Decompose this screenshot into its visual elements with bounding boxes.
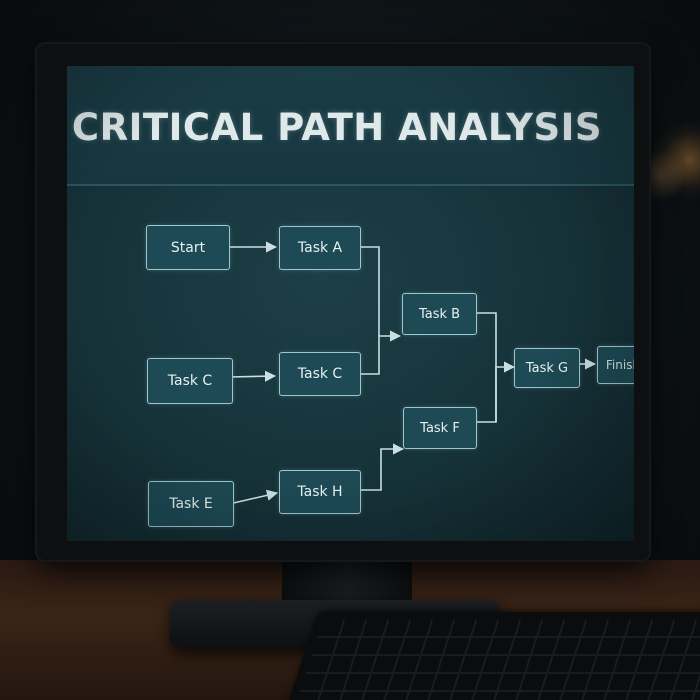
diagram-edges [227, 241, 597, 505]
edge-task-b-to-task-g [477, 312, 497, 422]
node-task-c-right[interactable]: Task C [279, 352, 361, 396]
node-task-g[interactable]: Task G [514, 348, 580, 388]
node-task-b[interactable]: Task B [402, 293, 477, 335]
node-start[interactable]: Start [146, 225, 230, 270]
node-task-f[interactable]: Task F [403, 407, 477, 449]
page-title: CRITICAL PATH ANALYSIS [71, 106, 603, 149]
node-task-e[interactable]: Task E [148, 481, 234, 527]
edge-task-c-to-task-c [227, 370, 277, 382]
node-task-h[interactable]: Task H [279, 470, 361, 514]
edge-task-e-to-task-h [228, 489, 279, 505]
edge-task-c-to-task-b [361, 330, 402, 375]
title-banner: CRITICAL PATH ANALYSIS [67, 66, 634, 186]
keyboard-keys [292, 620, 700, 700]
node-task-c-left[interactable]: Task C [147, 358, 233, 404]
monitor: CRITICAL PATH ANALYSIS [37, 44, 649, 560]
node-finish[interactable]: Finish [597, 346, 634, 384]
edge-task-h-to-task-f [361, 443, 405, 491]
monitor-screen: CRITICAL PATH ANALYSIS [67, 66, 634, 541]
critical-path-diagram: Start Task A Task C Task C Task E Task H… [67, 66, 634, 541]
edge-task-f-to-task-g [477, 361, 516, 423]
keyboard [282, 612, 700, 700]
node-task-a[interactable]: Task A [279, 226, 361, 270]
edge-task-a-to-task-b [361, 246, 380, 336]
